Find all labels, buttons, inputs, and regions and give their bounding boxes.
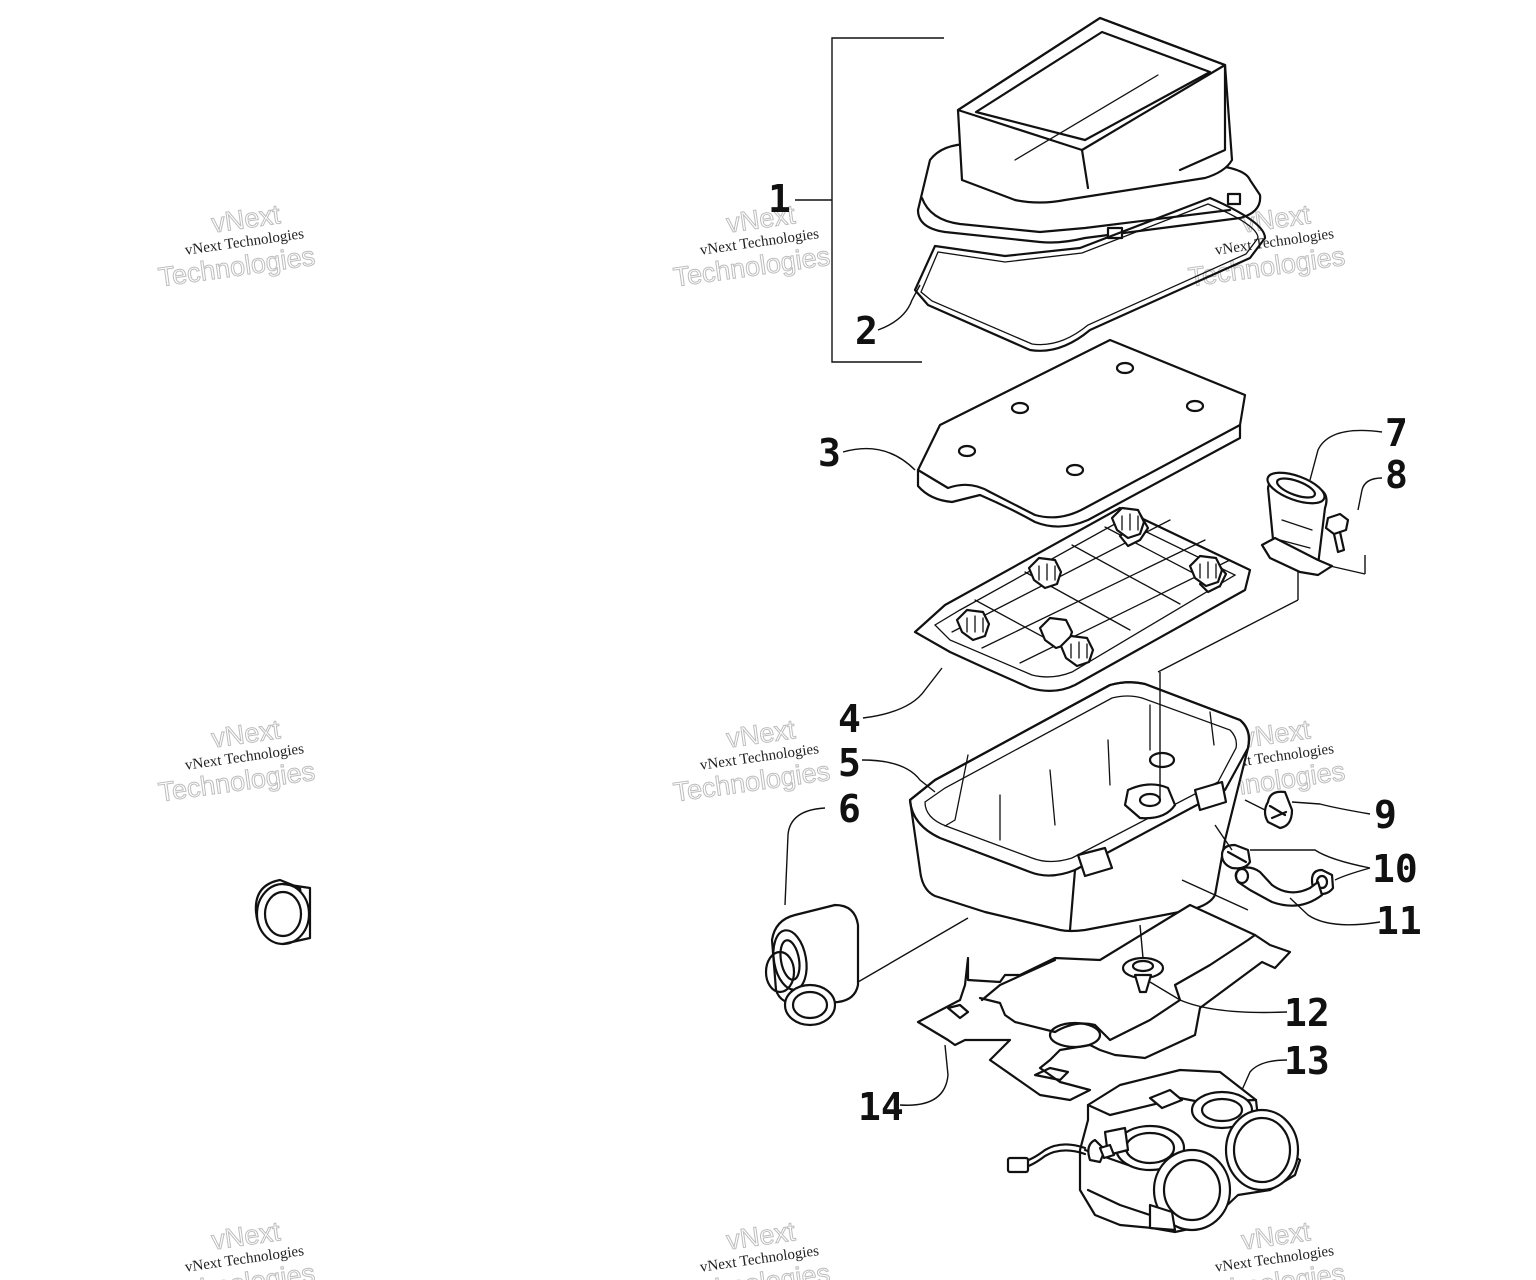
callout-2: 2	[855, 309, 878, 353]
callout-labels: 1 2 3 4 5 6 7 8 9 10 11 12 13 14	[768, 177, 1422, 1129]
watermark: vNext vNext Technologies Technologies	[671, 1216, 832, 1280]
assembly-bracket	[795, 37, 944, 363]
callout-11: 11	[1376, 899, 1422, 943]
inlet-boot	[764, 903, 860, 1027]
callout-1: 1	[768, 177, 791, 221]
callout-5: 5	[838, 741, 861, 785]
filter-cage-clips	[955, 506, 1224, 668]
callout-13: 13	[1284, 1039, 1330, 1083]
callout-14: 14	[858, 1085, 904, 1129]
callout-10: 10	[1372, 847, 1418, 891]
callout-3: 3	[818, 431, 841, 475]
throttle-body	[1006, 1068, 1302, 1234]
watermark: vNext vNext Technologies Technologies	[671, 199, 832, 293]
clamp	[1263, 790, 1294, 830]
leader-lines	[784, 284, 1383, 1106]
cover-gasket	[913, 196, 1267, 352]
hose	[1234, 866, 1324, 907]
watermark: vNext vNext Technologies Technologies	[156, 199, 317, 293]
filter-cage	[913, 506, 1252, 692]
callout-12: 12	[1284, 991, 1330, 1035]
watermark: vNext vNext Technologies Technologies	[156, 714, 317, 808]
callout-8: 8	[1385, 453, 1408, 497]
airbox-inlet-port	[255, 882, 312, 946]
airbox-cover	[916, 16, 1262, 244]
callout-7: 7	[1385, 411, 1408, 455]
bolt	[1324, 512, 1350, 554]
callout-9: 9	[1374, 793, 1397, 837]
watermark: vNext vNext Technologies Technologies	[671, 714, 832, 808]
air-filter	[916, 338, 1247, 528]
base-plate	[916, 903, 1292, 1102]
watermark: vNext vNext Technologies Technologies	[156, 1216, 317, 1280]
callout-6: 6	[838, 787, 861, 831]
push-fastener	[1121, 956, 1165, 994]
callout-4: 4	[838, 697, 861, 741]
intake-tube	[1260, 471, 1334, 577]
